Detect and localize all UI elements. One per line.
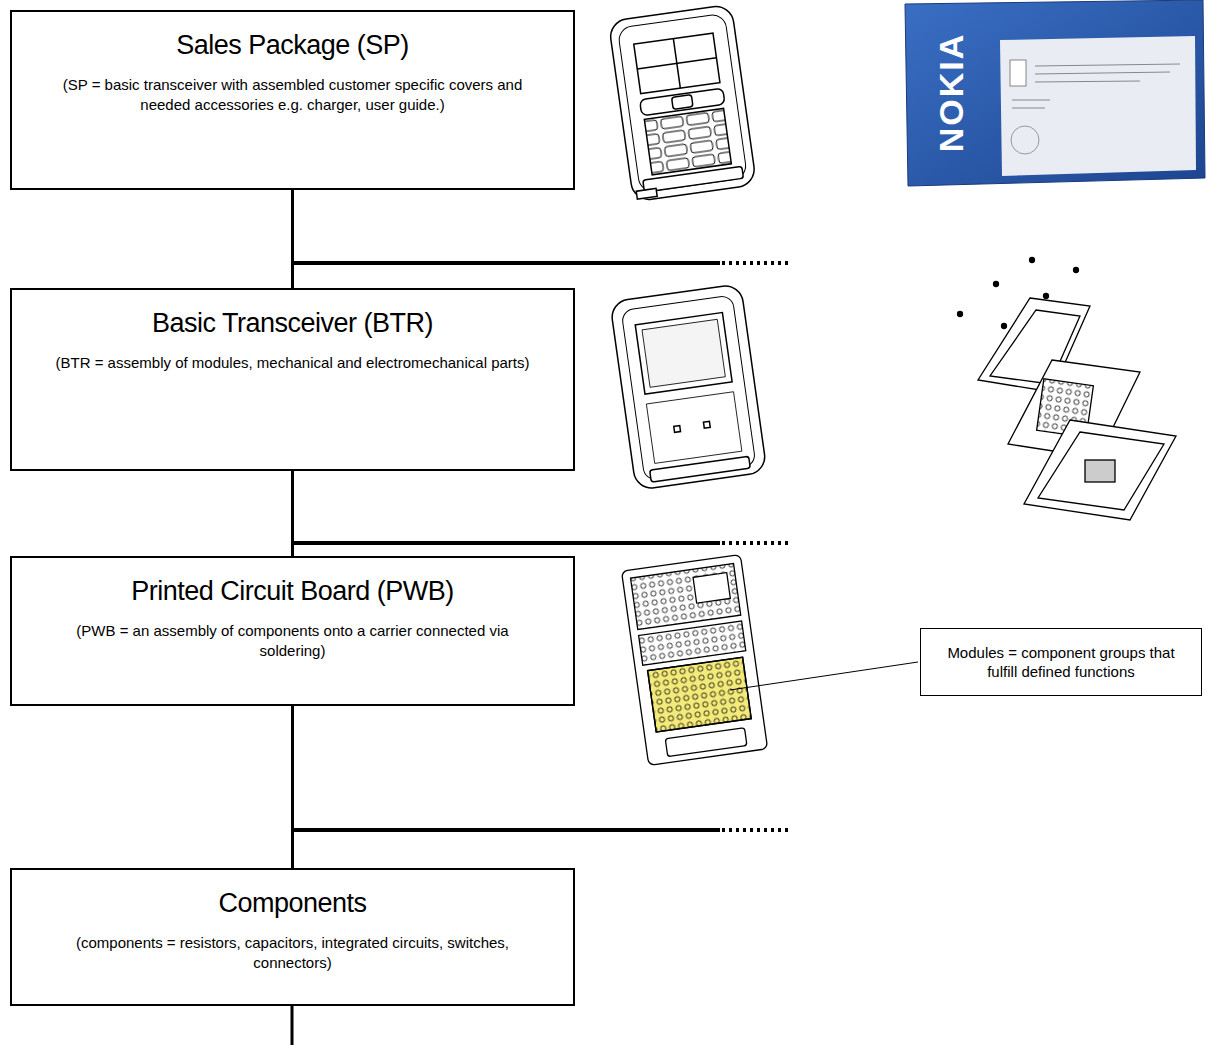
level-description: Modules = component groups that fulfill … xyxy=(931,643,1191,682)
level-title: Basic Transceiver (BTR) xyxy=(152,308,433,339)
level-description: (PWB = an assembly of components onto a … xyxy=(12,621,573,660)
level-title: Sales Package (SP) xyxy=(176,30,409,61)
exploded-view-drawing xyxy=(958,258,1177,521)
level-description: (BTR = assembly of modules, mechanical a… xyxy=(26,353,560,373)
level-title: Components xyxy=(218,888,366,919)
level-description: (components = resistors, capacitors, int… xyxy=(12,933,573,972)
level-description: (SP = basic transceiver with assembled c… xyxy=(12,75,573,114)
tree-connector xyxy=(291,706,294,868)
phone-drawing xyxy=(608,4,756,201)
tree-connector xyxy=(291,471,294,556)
tree-connector xyxy=(291,190,294,288)
btr-drawing xyxy=(610,284,767,491)
level-title: Printed Circuit Board (PWB) xyxy=(131,576,454,607)
leader-line xyxy=(730,662,918,690)
level-box: Basic Transceiver (BTR) (BTR = assembly o… xyxy=(10,288,575,471)
pwb-drawing xyxy=(622,555,768,766)
callout-box: Modules = component groups that fulfill … xyxy=(920,628,1202,696)
level-box: Printed Circuit Board (PWB) (PWB = an ass… xyxy=(10,556,575,706)
level-box: Sales Package (SP) (SP = basic transceive… xyxy=(10,10,575,190)
sales-box-drawing xyxy=(905,0,1205,186)
level-box: Components (components = resistors, capac… xyxy=(10,868,575,1006)
brand-label: NOKIA xyxy=(933,32,972,152)
